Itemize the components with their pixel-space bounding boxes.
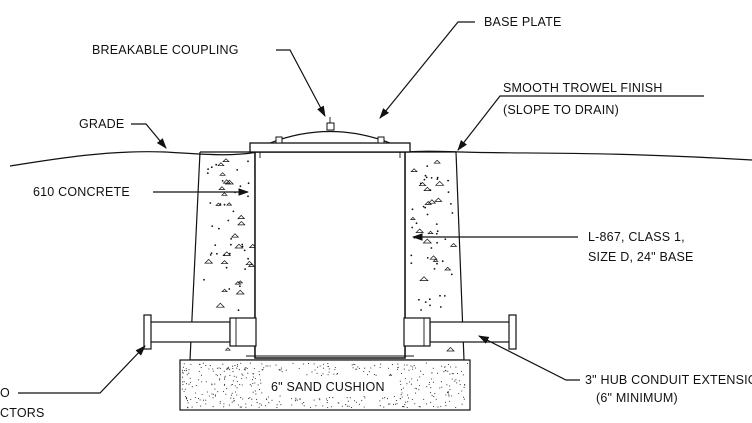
label-6-minimum: (6" MINIMUM): [596, 391, 678, 405]
label-left-cut-1: O: [0, 386, 10, 400]
label-smooth-trowel-finish: SMOOTH TROWEL FINISH: [503, 81, 663, 95]
label-610-concrete: 610 CONCRETE: [33, 185, 130, 199]
label-l867-size: SIZE D, 24" BASE: [588, 250, 694, 264]
l867-base-can: [246, 151, 414, 361]
concrete-aggregate: [203, 158, 458, 352]
leader-lines: [18, 21, 704, 394]
label-sand-cushion: 6" SAND CUSHION: [271, 380, 385, 394]
label-left-cut-2: CTORS: [0, 406, 45, 420]
base-plate: [249, 117, 411, 158]
label-l867-class: L-867, CLASS 1,: [588, 230, 685, 244]
label-hub-conduit-extension: 3" HUB CONDUIT EXTENSIC: [585, 373, 752, 387]
label-grade: GRADE: [79, 117, 124, 131]
sand-cushion: [179, 359, 471, 411]
label-base-plate: BASE PLATE: [484, 15, 562, 29]
right-conduit: [403, 314, 517, 350]
label-slope-to-drain: (SLOPE TO DRAIN): [503, 103, 619, 117]
label-breakable-coupling: BREAKABLE COUPLING: [92, 43, 239, 57]
left-conduit: [143, 314, 257, 350]
concrete-encasement: [189, 151, 465, 361]
